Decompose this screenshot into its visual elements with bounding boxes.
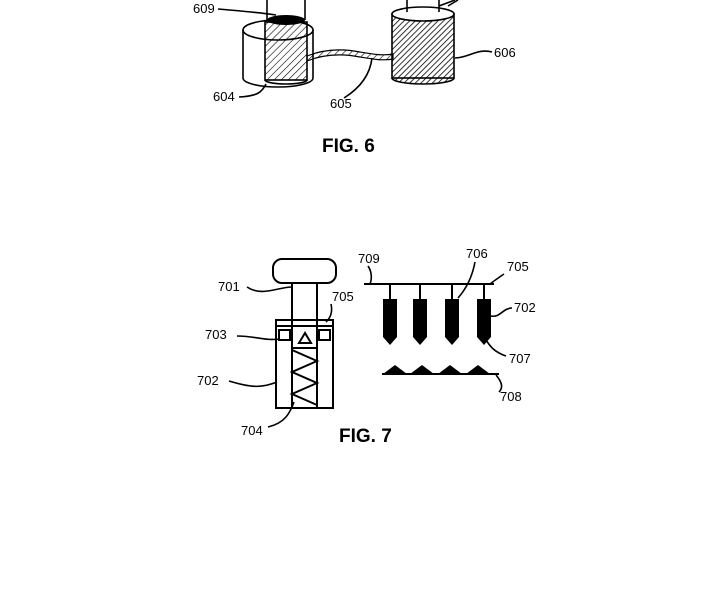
fig7-label-704: 704 [241, 423, 263, 438]
fig7-triangle-marker [297, 331, 313, 344]
fig7-housing [275, 319, 334, 409]
fig7-latch-right [318, 329, 331, 341]
fig7-label-701: 701 [218, 279, 240, 294]
fig7-latch-left [278, 329, 291, 341]
fig6-inner-tube [264, 21, 308, 85]
fig7-leader-709 [367, 265, 373, 285]
fig6-cable-605 [306, 49, 394, 62]
fig6: 609 604 605 606 FIG. 6 [193, 0, 516, 157]
fig6-label-605: 605 [330, 96, 352, 111]
fig7-leader-705b [489, 273, 505, 285]
fig7-label-706: 706 [466, 246, 488, 261]
fig7-blade-array: 709 706 705 702 707 708 [358, 246, 536, 404]
fig7-blade-4 [477, 299, 491, 345]
fig7-blade-1 [383, 299, 397, 345]
fig7-leader-702a [228, 380, 278, 388]
fig7-label-705b: 705 [507, 259, 529, 274]
fig6-leader-606 [454, 50, 493, 59]
fig7-leader-702b [490, 307, 513, 318]
fig7-label-707: 707 [509, 351, 531, 366]
fig7-blade-3 [445, 299, 459, 345]
fig6-device-606 [391, 0, 459, 85]
fig7-spring-704 [289, 349, 320, 406]
fig6-caption: FIG. 6 [322, 136, 375, 157]
fig7-caption: FIG. 7 [339, 426, 392, 447]
fig7-leader-703 [236, 335, 281, 341]
fig7-label-702a: 702 [197, 373, 219, 388]
fig6-label-609: 609 [193, 1, 215, 16]
fig7-leader-708 [495, 374, 503, 393]
fig7-base-708 [382, 365, 499, 375]
fig7-leader-706 [457, 261, 476, 299]
fig6-label-606: 606 [494, 45, 516, 60]
fig7-label-709: 709 [358, 251, 380, 266]
fig6-label-604: 604 [213, 89, 235, 104]
fig7-leader-704 [267, 401, 295, 428]
fig7-label-705a: 705 [332, 289, 354, 304]
fig6-leader-609 [217, 8, 277, 16]
fig6-upper-tube [266, 0, 306, 25]
fig6-leader-605 [343, 57, 373, 99]
fig7-label-708: 708 [500, 389, 522, 404]
fig7-leader-707 [485, 339, 507, 357]
fig7-blade-2 [413, 299, 427, 345]
fig7-plunger-assembly: 701 705 703 702 704 [197, 258, 354, 438]
fig7-plunger-head [272, 258, 337, 284]
fig6-leader-604 [238, 83, 267, 98]
fig7-label-703: 703 [205, 327, 227, 342]
fig7-leader-701 [246, 286, 293, 293]
fig7-leader-705a [325, 303, 333, 323]
fig7-label-702b: 702 [514, 300, 536, 315]
